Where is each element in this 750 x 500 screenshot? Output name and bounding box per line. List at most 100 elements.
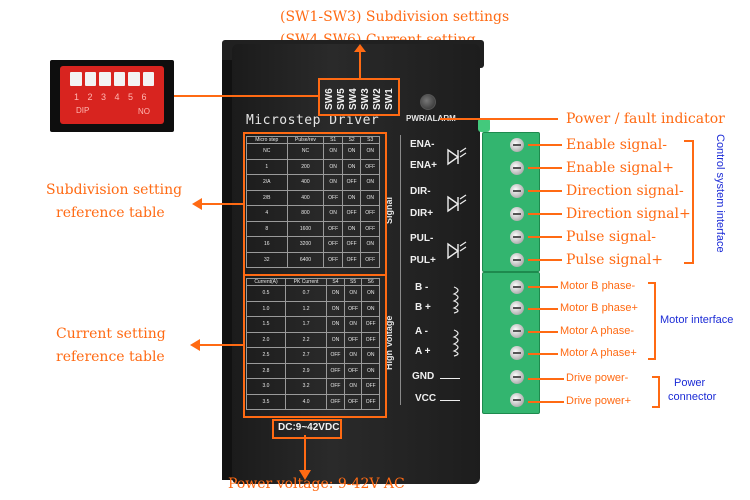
callout-motor-phase: Motor B phase- [560, 280, 636, 292]
callout-signal: Pulse signal+ [566, 252, 664, 268]
power-bracket [652, 376, 660, 408]
table-header-cell: S6 [361, 278, 380, 286]
term-label-a-minus: A - [415, 326, 428, 337]
current-table-frame [243, 274, 387, 418]
arrow-down-icon [299, 470, 311, 480]
terminal-screw [510, 253, 524, 267]
dip-on-label: ON [138, 106, 150, 115]
callout-power-fault: Power / fault indicator [566, 111, 725, 127]
led-indicator [478, 118, 490, 132]
callout-current-table: reference table [56, 349, 165, 365]
term-label-ena-plus: ENA+ [410, 160, 437, 171]
dc-voltage-label: DC:9~42VDC [278, 422, 340, 433]
callout-sw1-sw3: (SW1-SW3) Subdivision settings [280, 9, 510, 25]
mount-screw-icon [420, 94, 436, 110]
leader-line [528, 213, 562, 215]
callout-drive-power: Drive power+ [566, 395, 632, 407]
table-cell: 3.2 [284, 378, 328, 395]
term-label-pul-plus: PUL+ [410, 255, 436, 266]
dip-switch-toggles [70, 72, 154, 86]
term-label-a-plus: A + [415, 346, 431, 357]
callout-drive-power: Drive power- [566, 372, 629, 384]
terminal-screw [510, 393, 524, 407]
callout-power-voltage: Power voltage: 9-42V AC [228, 476, 405, 492]
terminal-screw [510, 280, 524, 294]
table-cell: 3.5 [246, 393, 286, 410]
leader-line [198, 344, 243, 346]
signal-terminal-block [482, 132, 540, 272]
leader-line [200, 203, 243, 205]
dip-label: DIP [76, 106, 90, 115]
callout-signal: Direction signal+ [566, 206, 691, 222]
leader-line [528, 144, 562, 146]
arrow-left-icon [190, 339, 200, 351]
table-header-row: Micro step Pulse/rev S1 S2 S3 [246, 136, 380, 144]
terminal-screw [510, 161, 524, 175]
divider-line [400, 135, 401, 405]
dip-numbers: 1 2 3 4 5 6 [74, 92, 150, 102]
arrow-left-icon [192, 198, 202, 210]
sw-code-frame [318, 78, 400, 116]
table-cell: ON [360, 189, 380, 206]
term-label-vcc: VCC [415, 393, 437, 404]
table-cell: OFF [361, 393, 380, 410]
leader-line [174, 95, 318, 97]
callout-signal: Enable signal- [566, 137, 667, 153]
dc-label-frame [272, 419, 342, 439]
table-header-cell: Pulse/rev [286, 136, 325, 144]
terminal-screw [510, 301, 524, 315]
leader-line [440, 118, 558, 120]
callout-motor-phase: Motor B phase+ [560, 302, 638, 314]
terminal-screw [510, 346, 524, 360]
driver-title: Microstep Driver [246, 113, 380, 128]
optocoupler-icon [447, 241, 467, 260]
power-terminal-block [482, 272, 540, 414]
callout-motor-interface: Motor interface [660, 314, 734, 326]
leader-line [528, 167, 562, 169]
table-header-row: Current(A) PK Current S4 S5 S6 [246, 278, 380, 286]
callout-subdivision-table: reference table [56, 205, 165, 221]
leader-line [528, 286, 558, 288]
term-label-pul-minus: PUL- [410, 233, 434, 244]
term-label-b-minus: B - [415, 282, 429, 293]
arrow-up-icon [354, 44, 366, 52]
term-label-dir-minus: DIR- [410, 186, 431, 197]
term-label-gnd: GND [412, 371, 435, 382]
control-bracket [684, 140, 694, 264]
table-cell: ON [361, 347, 380, 364]
terminal-screw [510, 207, 524, 221]
table-cell: OFF [343, 393, 363, 410]
leader-line [359, 48, 361, 78]
callout-motor-phase: Motor A phase- [560, 325, 634, 337]
leader-line [528, 259, 562, 261]
dip-switch-body: 1 2 3 4 5 6 DIP ON [60, 66, 164, 124]
leader-line [528, 236, 562, 238]
coil-icon [452, 329, 459, 357]
leader-line [528, 378, 564, 380]
coil-icon [452, 286, 459, 314]
callout-subdivision-table: Subdivision setting [46, 182, 183, 198]
gnd-line [440, 378, 460, 379]
terminal-screw [510, 184, 524, 198]
leader-line [528, 190, 562, 192]
callout-current-table: Current setting [56, 326, 166, 342]
term-label-b-plus: B + [415, 302, 431, 313]
callout-signal: Enable signal+ [566, 160, 674, 176]
callout-power-connector: connector [668, 391, 717, 403]
leader-line [528, 401, 564, 403]
terminal-screw [510, 324, 524, 338]
motor-bracket [648, 282, 656, 360]
